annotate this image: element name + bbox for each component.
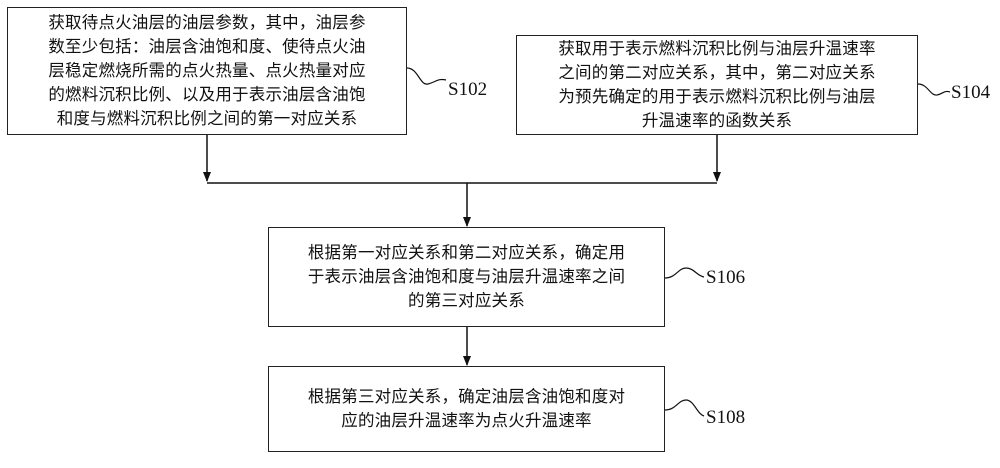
leader-s108 [664,399,705,417]
step-label-s102: S102 [448,79,488,100]
text-line: 和度与燃料沉积比例之间的第一对应关系 [56,109,358,128]
text-line: 根据第三对应关系，确定油层含油饱和度对 [307,387,626,406]
text-line: 升温速率的函数关系 [641,111,793,130]
step-box-s108: 根据第三对应关系，确定油层含油饱和度对 应的油层升温速率为点火升温速率 [268,366,665,452]
step-label-s108: S108 [706,407,746,428]
leader-s104 [917,83,951,96]
step-text-s102: 获取待点火油层的油层参数，其中，油层参 数至少包括：油层含油饱和度、使待点火油 … [48,11,365,131]
step-text-s108: 根据第三对应关系，确定油层含油饱和度对 应的油层升温速率为点火升温速率 [308,385,625,433]
leader-s106 [664,267,705,279]
text-line: 根据第一对应关系和第二对应关系，确定用 [307,243,626,262]
step-box-s104: 获取用于表示燃料沉积比例与油层升温速率 之间的第二对应关系，其中，第二对应关系 … [516,35,918,135]
text-line: 的燃料沉积比例、以及用于表示油层含油饱 [48,85,366,104]
step-box-s102: 获取待点火油层的油层参数，其中，油层参 数至少包括：油层含油饱和度、使待点火油 … [7,7,407,135]
text-line: 于表示油层含油饱和度与油层升温速率之间 [307,267,626,286]
text-line: 应的油层升温速率为点火升温速率 [341,411,592,430]
text-line: 的第三对应关系 [408,291,525,310]
leader-s102 [406,67,447,85]
step-label-s106: S106 [706,267,746,288]
text-line: 之间的第二对应关系，其中，第二对应关系 [558,63,876,82]
step-label-s104: S104 [951,82,991,103]
text-line: 获取待点火油层的油层参数，其中，油层参 [48,13,366,32]
step-box-s106: 根据第一对应关系和第二对应关系，确定用 于表示油层含油饱和度与油层升温速率之间 … [268,227,665,327]
text-line: 为预先确定的用于表示燃料沉积比例与油层 [558,87,876,106]
text-line: 数至少包括：油层含油饱和度、使待点火油 [48,37,366,56]
text-line: 层稳定燃烧所需的点火热量、点火热量对应 [48,61,366,80]
step-text-s104: 获取用于表示燃料沉积比例与油层升温速率 之间的第二对应关系，其中，第二对应关系 … [558,37,875,133]
text-line: 获取用于表示燃料沉积比例与油层升温速率 [558,39,876,58]
step-text-s106: 根据第一对应关系和第二对应关系，确定用 于表示油层含油饱和度与油层升温速率之间 … [308,241,625,313]
